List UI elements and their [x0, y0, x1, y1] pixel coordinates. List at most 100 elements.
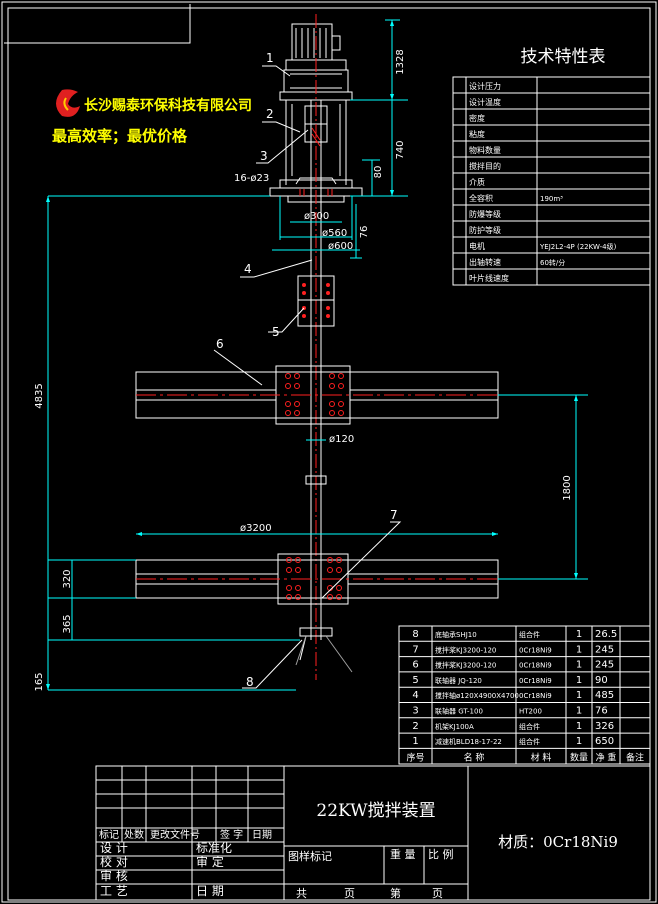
parts-cell-no: 3 [412, 706, 418, 717]
sheet-label: 第 [390, 886, 401, 900]
approve-label: 审 定 [196, 854, 224, 869]
shaft-coupling [297, 275, 335, 327]
drawing-mark-label: 图样标记 [288, 849, 332, 863]
parts-cell-material: 0Cr18Ni9 [519, 692, 552, 700]
parts-header-material: 材 料 [531, 751, 552, 763]
spec-row-label: 叶片线速度 [469, 273, 509, 283]
parts-cell-no: 7 [412, 644, 418, 655]
spec-row-value: 60转/分 [540, 258, 565, 267]
parts-cell-material: 组合件 [519, 737, 540, 746]
dim-holes: 16-ø23 [234, 173, 269, 184]
dim-76: 76 [359, 226, 370, 239]
parts-cell-qty: 1 [576, 736, 582, 747]
title-block-texts: 22KW搅拌装置 材质：0Cr18Ni9 标记 处数 更改文件号 签 字 日期 … [99, 801, 618, 900]
parts-header-weight: 净 重 [596, 751, 617, 763]
callout-6: 6 [216, 337, 224, 351]
rev-label-date: 日期 [252, 829, 272, 841]
parts-cell-material: HT200 [519, 708, 542, 716]
spec-row-label: 防爆等级 [469, 209, 501, 219]
parts-cell-qty: 1 [576, 644, 582, 655]
parts-cell-no: 4 [412, 690, 418, 701]
drawing-title: 22KW搅拌装置 [316, 801, 435, 821]
spec-row-label: 出轴转速 [469, 257, 501, 267]
page-label-2: 页 [432, 887, 443, 900]
parts-cell-weight: 90 [595, 675, 608, 686]
dim-phi300: ø300 [304, 211, 329, 222]
parts-cell-name: 搅拌桨KJ3200-120 [435, 661, 496, 670]
dim-365: 365 [62, 614, 73, 633]
parts-cell-qty: 1 [576, 690, 582, 701]
parts-cell-qty: 1 [576, 675, 582, 686]
spec-row-value: 190m³ [540, 195, 563, 203]
frame-sides [285, 100, 347, 185]
parts-cell-weight: 76 [595, 706, 608, 717]
parts-cell-weight: 26.5 [595, 629, 617, 640]
flame-logo-icon [56, 89, 80, 117]
company-logo: 长沙赐泰环保科技有限公司 最高效率；最优价格 [52, 89, 252, 145]
dim-phi560: ø560 [322, 228, 347, 239]
parts-cell-qty: 1 [576, 660, 582, 671]
coupling-bolts [302, 283, 330, 318]
corner-stamp-box [4, 4, 191, 44]
dim-phi3200: ø3200 [240, 523, 272, 534]
parts-cell-material: 0Cr18Ni9 [519, 646, 552, 654]
sign-design: 设 计 [100, 841, 128, 855]
spec-row-label: 搅拌目的 [469, 161, 501, 171]
parts-cell-weight: 245 [595, 660, 614, 671]
parts-cell-weight: 326 [595, 721, 614, 732]
dim-165: 165 [34, 672, 45, 691]
page-label: 页 [344, 887, 355, 900]
parts-cell-name: 底轴承SHJ10 [435, 630, 477, 639]
parts-cell-name: 搅拌桨KJ3200-120 [435, 645, 496, 654]
title-block [95, 765, 651, 901]
dimension-lines [47, 19, 588, 691]
callout-numbers: 1 2 3 4 5 6 7 8 [216, 51, 398, 689]
date-label: 日 期 [196, 884, 224, 898]
leader-lines [213, 65, 402, 689]
parts-cell-name: 搅拌轴ø120X4900X4700 [435, 691, 519, 700]
parts-cell-no: 5 [412, 675, 418, 686]
dim-1328: 1328 [395, 49, 406, 74]
dim-320: 320 [62, 569, 73, 588]
parts-cell-weight: 650 [595, 736, 614, 747]
spec-row-label: 物料数量 [469, 145, 501, 155]
rev-label-mark: 标记 [99, 829, 119, 841]
spec-row-label: 粘度 [469, 129, 485, 139]
dim-4835: 4835 [34, 383, 45, 408]
dim-740: 740 [395, 140, 406, 159]
company-slogan: 最高效率；最优价格 [52, 127, 188, 145]
parts-cell-qty: 1 [576, 629, 582, 640]
spec-table-title: 技术特性表 [521, 47, 606, 67]
material-note: 材质：0Cr18Ni9 [498, 833, 618, 851]
parts-header-name: 名 称 [464, 751, 485, 763]
sign-process: 工 艺 [100, 884, 128, 898]
callout-8: 8 [246, 675, 254, 689]
parts-cell-material: 0Cr18Ni9 [519, 677, 552, 685]
parts-header-qty: 数量 [570, 751, 588, 763]
dim-phi120: ø120 [329, 434, 354, 445]
parts-cell-no: 1 [412, 736, 418, 747]
parts-cell-weight: 245 [595, 644, 614, 655]
spec-row-label: 介质 [469, 177, 485, 187]
parts-cell-weight: 485 [595, 690, 614, 701]
spec-row-label: 密度 [469, 113, 485, 123]
rev-label-sign: 签 字 [220, 828, 243, 841]
callout-1: 1 [266, 51, 274, 65]
company-name: 长沙赐泰环保科技有限公司 [84, 97, 252, 114]
callout-7: 7 [390, 508, 398, 522]
parts-cell-qty: 1 [576, 706, 582, 717]
spec-row-label: 全容积 [469, 193, 493, 203]
callout-2: 2 [266, 107, 274, 121]
parts-header-no: 序号 [406, 751, 424, 763]
parts-cell-material: 组合件 [519, 630, 540, 639]
parts-cell-qty: 1 [576, 721, 582, 732]
parts-cell-name: 减速机BLD18-17-22 [435, 737, 502, 746]
dimension-arrows [46, 20, 578, 690]
callout-3: 3 [260, 149, 268, 163]
agitator-shaft [310, 14, 322, 680]
total-label: 共 [296, 887, 307, 900]
